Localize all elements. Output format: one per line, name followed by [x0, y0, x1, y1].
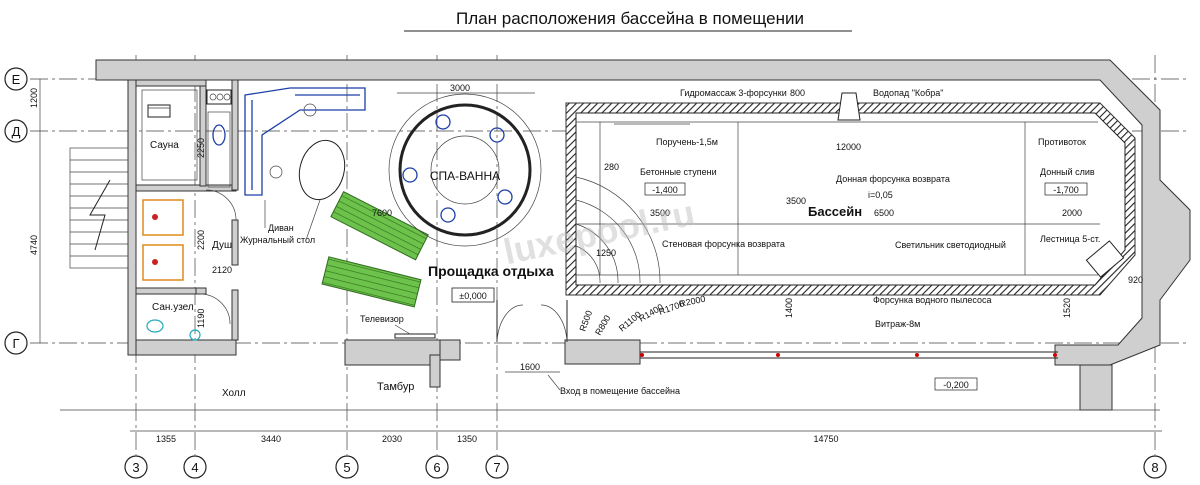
svg-text:2030: 2030 — [382, 434, 402, 444]
dim-1400: 1400 — [784, 298, 794, 318]
bottom-nozzle-label: Донная форсунка возврата — [836, 174, 950, 184]
hall-label: Холл — [222, 388, 246, 399]
level-box-floor — [451, 287, 495, 303]
axis-row-label: Е — [12, 72, 21, 87]
entrance-door[interactable]: 1600 Вход в помещение бассейна — [496, 300, 680, 396]
dim-2000: 2000 — [1062, 208, 1082, 218]
pool: Бассейн — [565, 92, 1136, 296]
tv-label: Телевизор — [360, 314, 404, 324]
bottom-dims: 1355 3440 2030 1350 14750 — [60, 409, 1162, 444]
dim-280: 280 — [604, 162, 619, 172]
sofa-label: Диван — [268, 223, 294, 233]
dim-1520: 1520 — [1062, 298, 1072, 318]
svg-text:2250: 2250 — [196, 138, 206, 158]
axis-col-label: 8 — [1151, 460, 1158, 475]
counterflow-label: Противоток — [1038, 137, 1086, 147]
tv-unit — [394, 333, 436, 339]
svg-text:R2000: R2000 — [678, 294, 706, 309]
outer-walls — [95, 59, 1191, 411]
led-label: Светильник светодиодный — [895, 240, 1006, 250]
radii-labels: R500 R800 R1100 R1400 R1700 R2000 — [577, 294, 706, 337]
ladder-label: Лестница 5-ст. — [1040, 234, 1100, 244]
svg-text:2120: 2120 — [212, 265, 232, 275]
spa-bath: СПА-ВАННА 3000 — [388, 83, 542, 247]
plan-title: План расположения бассейна в помещении — [456, 9, 804, 28]
interior-walls — [135, 79, 239, 356]
wc-room: Сан.узел — [142, 199, 231, 341]
rest-area-label: Прощадка отдыха — [428, 263, 554, 279]
dim-7600: 7600 — [372, 208, 392, 218]
sauna-room: Сауна — [141, 89, 232, 181]
dim-3500b: 3500 — [786, 196, 806, 206]
svg-text:R800: R800 — [593, 313, 612, 337]
dim-1250: 1250 — [596, 248, 616, 258]
level-steps: -1,400 — [652, 185, 678, 195]
shower-room: Душ — [205, 111, 237, 251]
stair — [69, 147, 129, 269]
dim-800: 800 — [790, 88, 805, 98]
axis-col-label: 5 — [343, 460, 350, 475]
svg-text:1190: 1190 — [196, 309, 206, 328]
svg-text:2200: 2200 — [196, 230, 206, 250]
svg-text:R500: R500 — [577, 309, 594, 333]
axis-row-label: Д — [12, 124, 21, 139]
svg-text:3440: 3440 — [261, 434, 281, 444]
row-axis-markers: Е Д Г — [4, 67, 28, 355]
jets3-label: Гидромассаж 3-форсунки — [680, 88, 787, 98]
pool-label: Бассейн — [808, 204, 862, 219]
svg-text:1350: 1350 — [457, 434, 477, 444]
window-label: Витраж-8м — [875, 319, 920, 329]
sun-loungers — [321, 191, 429, 308]
wall-nozzle-label: Стеновая форсунка возврата — [662, 239, 785, 249]
col-axis-markers: 3 4 5 6 7 8 — [124, 455, 1167, 479]
axis-col-label: 4 — [191, 460, 198, 475]
axis-col-label: 3 — [132, 460, 139, 475]
shower-label: Душ — [212, 240, 232, 251]
steps-label: Бетонные ступени — [640, 167, 717, 177]
svg-text:1200: 1200 — [29, 88, 39, 108]
rail-label: Поручень-1,5м — [656, 137, 718, 147]
svg-text:1355: 1355 — [156, 434, 176, 444]
lounge: Диван Журнальный стол — [240, 87, 366, 245]
level-deep: -1,700 — [1053, 185, 1079, 195]
sauna-bench — [147, 104, 171, 118]
dim-3000: 3000 — [450, 83, 470, 93]
level-floor: ±0,000 — [459, 291, 486, 301]
left-dims: 1200 4740 2250 2200 2120 1190 — [29, 79, 232, 343]
svg-text:4740: 4740 — [29, 235, 39, 255]
pool-annotations: Гидромассаж 3-форсунки Водопад "Кобра" 8… — [596, 88, 1143, 391]
vestibule-label: Тамбур — [377, 381, 414, 393]
slope-label: i=0,05 — [868, 190, 893, 200]
cobra-label: Водопад "Кобра" — [873, 88, 944, 98]
bottom-drain-label: Донный слив — [1040, 167, 1095, 177]
axis-row-label: Г — [12, 336, 19, 351]
entrance-label: Вход в помещение бассейна — [560, 386, 680, 396]
dim-6500: 6500 — [874, 208, 894, 218]
dim-920: 920 — [1128, 275, 1143, 285]
spa-label: СПА-ВАННА — [430, 169, 500, 183]
axis-col-label: 7 — [493, 460, 500, 475]
vacuum-label: Форсунка водного пылесоса — [873, 295, 991, 305]
dim-3500a: 3500 — [650, 208, 670, 218]
svg-text:14750: 14750 — [813, 434, 838, 444]
dim-12000: 12000 — [836, 142, 861, 152]
sauna-label: Сауна — [150, 140, 179, 151]
dim-1600: 1600 — [520, 362, 540, 372]
wc-label: Сан.узел — [152, 302, 194, 313]
axis-col-label: 6 — [433, 460, 440, 475]
table-label: Журнальный стол — [240, 235, 315, 245]
level-outside: -0,200 — [943, 380, 969, 390]
